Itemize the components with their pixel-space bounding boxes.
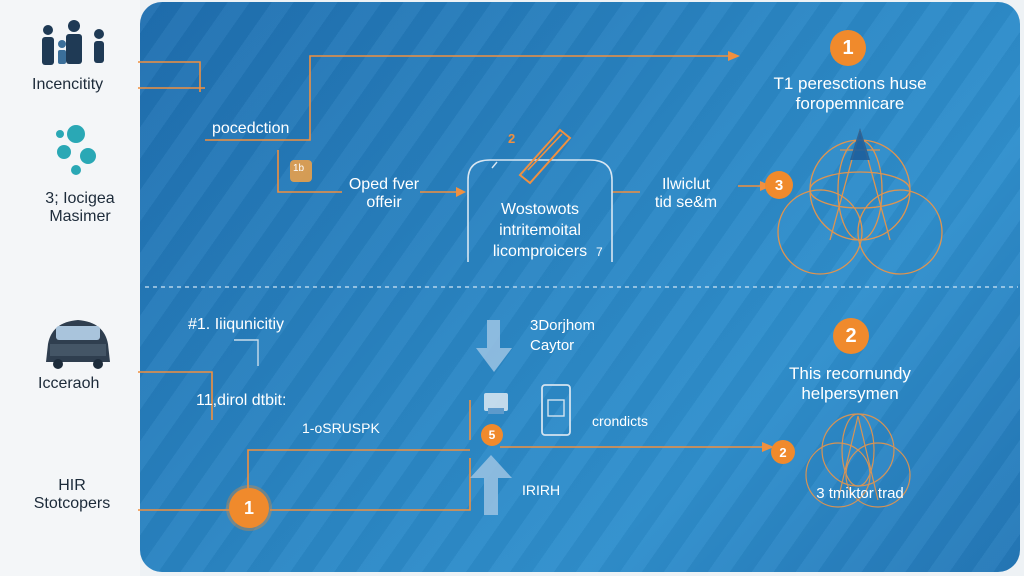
device-icon [541,384,571,436]
pencil-tag: 2 [508,131,516,146]
pill-label: 1b [293,163,305,174]
step-badge-2: 2 [833,318,869,354]
label-oped-offeir: Oped fver offeir [348,176,420,212]
car-icon [46,320,110,369]
label-irirh: IRIRH [522,482,561,498]
step-badge-3: 3 [765,171,793,199]
label-wiclut: Ilwiclut tid se&m [654,176,718,212]
pill-icon [290,160,312,182]
family-icon [42,20,104,65]
step-badge-1: 1 [830,30,866,66]
label-production: pocedction [212,120,290,137]
molecule-icon [56,125,96,175]
label-usp: 1-oSRUSPK [302,420,380,436]
center-box-mark: 7 [596,245,603,259]
label-tmiktor: 3 tmiktor trad [816,485,904,502]
center-box-text: Wostowots intritemoital licomproicers [492,201,588,260]
label-dirol: 11,dirol dtbit: [196,392,287,409]
arrow-up-icon [470,455,512,515]
heading-recornundy: This recornundy helpersymen [789,364,911,404]
pencil-icon [518,128,572,185]
wireframe-sphere-small-icon [805,413,911,508]
label-dorjhom: 3Dorjhom Caytor [530,317,596,354]
step-badge-5: 5 [481,424,503,446]
sidebar [0,0,140,576]
arrow-down-icon [476,320,512,372]
step-badge-2-small: 2 [771,440,795,464]
sidebar-item-stotcopers: HIR Stotcopers [33,477,111,513]
sidebar-item-incencitity: Incencitity [32,76,104,93]
heading-perfections: T1 peresctions huse foropemnicare [773,74,927,114]
sidebar-item-icceraoh: Icceraoh [38,375,100,392]
sidebar-item-masimer: 3; Iocigea Masimer [45,190,115,226]
card-icon [484,393,508,414]
arrow-head [728,51,740,61]
label-crondicts: crondicts [592,413,649,429]
label-liquidity: #1. Iiiqunicitiy [188,316,285,333]
step-badge-1-left: 1 [229,488,269,528]
